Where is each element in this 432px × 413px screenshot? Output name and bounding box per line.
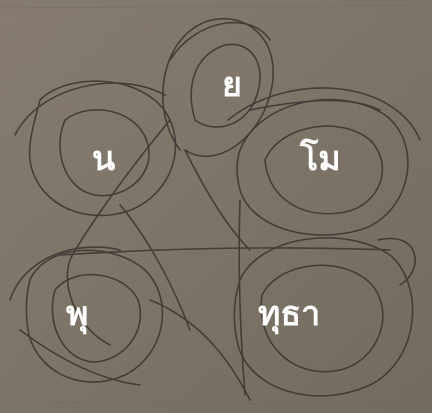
word-bottom-left: พุ	[66, 294, 88, 335]
word-bottom-right: ทุธา	[258, 294, 320, 335]
word-top: ย	[222, 65, 242, 105]
word-right: โม	[299, 138, 341, 179]
word-left: น	[92, 139, 115, 179]
